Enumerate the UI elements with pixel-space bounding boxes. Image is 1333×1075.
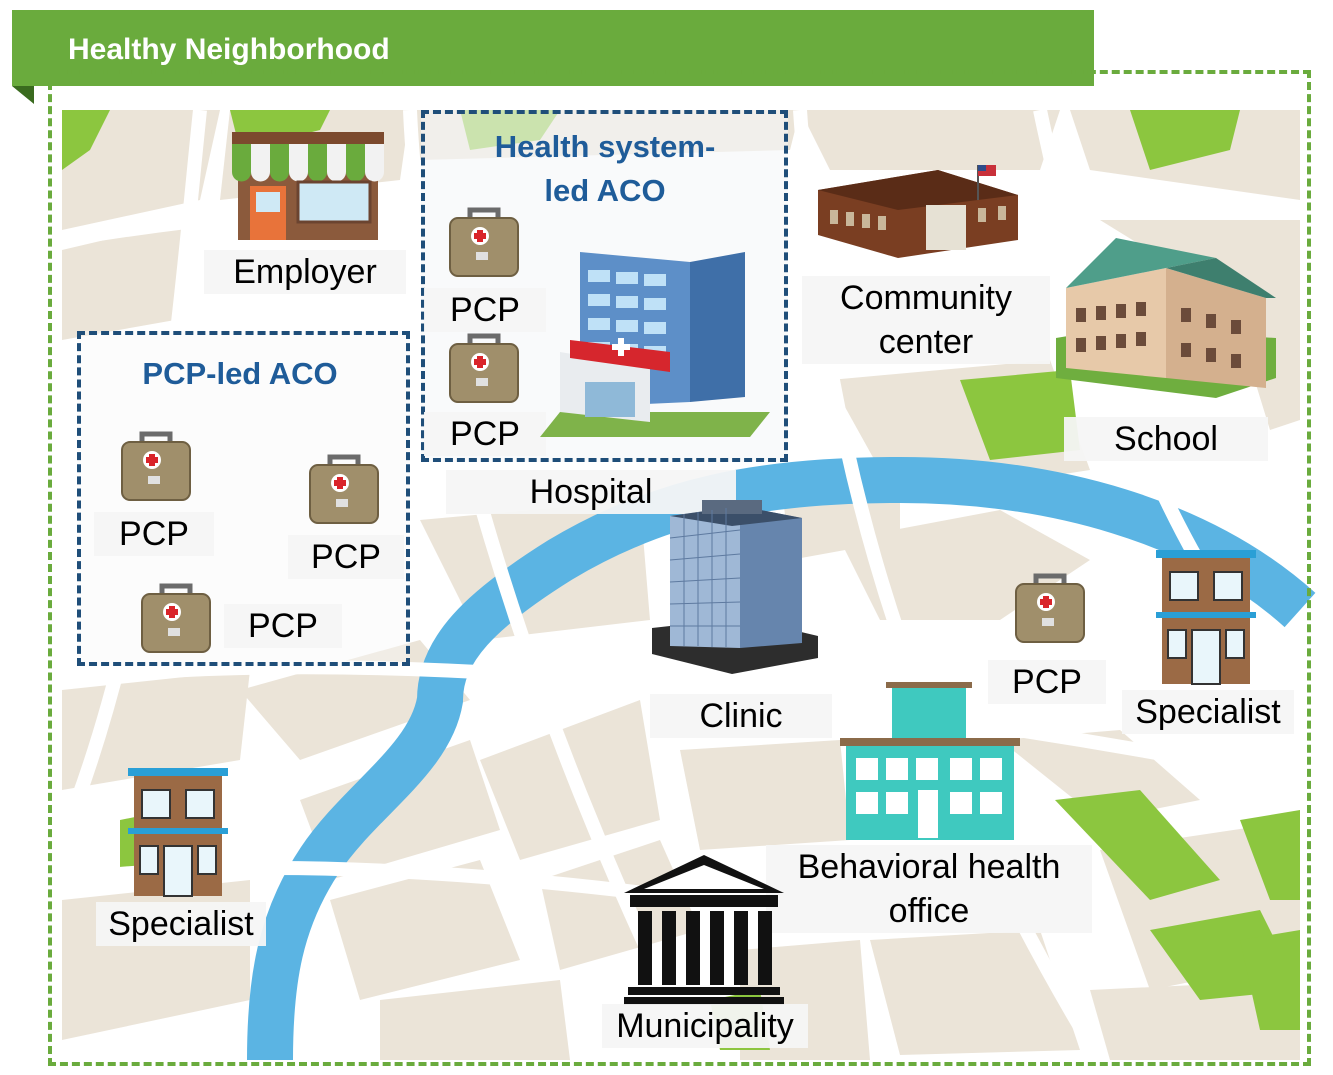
pcp-label-right: PCP bbox=[988, 660, 1106, 704]
pcp-label-led-2: PCP bbox=[288, 535, 404, 579]
behavioral-health-building-icon bbox=[840, 682, 1020, 840]
health-system-aco-title: Health system- led ACO bbox=[494, 129, 716, 208]
specialist-label-left: Specialist bbox=[96, 902, 266, 946]
doctor-bag-icon bbox=[121, 431, 191, 501]
employer-label: Employer bbox=[204, 250, 406, 294]
specialist-label-right: Specialist bbox=[1122, 690, 1294, 734]
municipality-label: Municipality bbox=[602, 1004, 808, 1048]
store-icon bbox=[232, 132, 384, 240]
pcp-label-hs-2: PCP bbox=[424, 412, 546, 456]
municipal-building-icon bbox=[624, 855, 784, 1005]
pcp-label-led-3: PCP bbox=[224, 604, 342, 648]
doctor-bag-icon bbox=[1015, 573, 1085, 643]
page-title: Healthy Neighborhood bbox=[68, 33, 390, 66]
hospital-icon bbox=[540, 252, 770, 437]
school-label: School bbox=[1064, 417, 1268, 461]
doctor-bag-icon bbox=[141, 583, 211, 653]
clinic-label: Clinic bbox=[650, 694, 832, 738]
banner-fold bbox=[12, 86, 34, 104]
pcp-label-hs-1: PCP bbox=[424, 288, 546, 332]
community-center-icon bbox=[818, 165, 1018, 258]
doctor-bag-icon bbox=[449, 333, 519, 403]
school-icon bbox=[1056, 238, 1276, 398]
doctor-bag-icon bbox=[309, 454, 379, 524]
office-tower-icon bbox=[652, 500, 818, 674]
community-center-label: Community center bbox=[802, 276, 1050, 364]
behavioral-health-label: Behavioral health office bbox=[766, 845, 1092, 933]
specialist-building-icon bbox=[128, 768, 228, 897]
specialist-building-icon bbox=[1156, 550, 1256, 685]
neighborhood-border bbox=[48, 70, 1311, 1066]
hospital-label: Hospital bbox=[446, 470, 736, 514]
doctor-bag-icon bbox=[449, 207, 519, 277]
pcp-label-led-1: PCP bbox=[94, 512, 214, 556]
pcp-led-aco-title: PCP-led ACO bbox=[142, 356, 338, 391]
